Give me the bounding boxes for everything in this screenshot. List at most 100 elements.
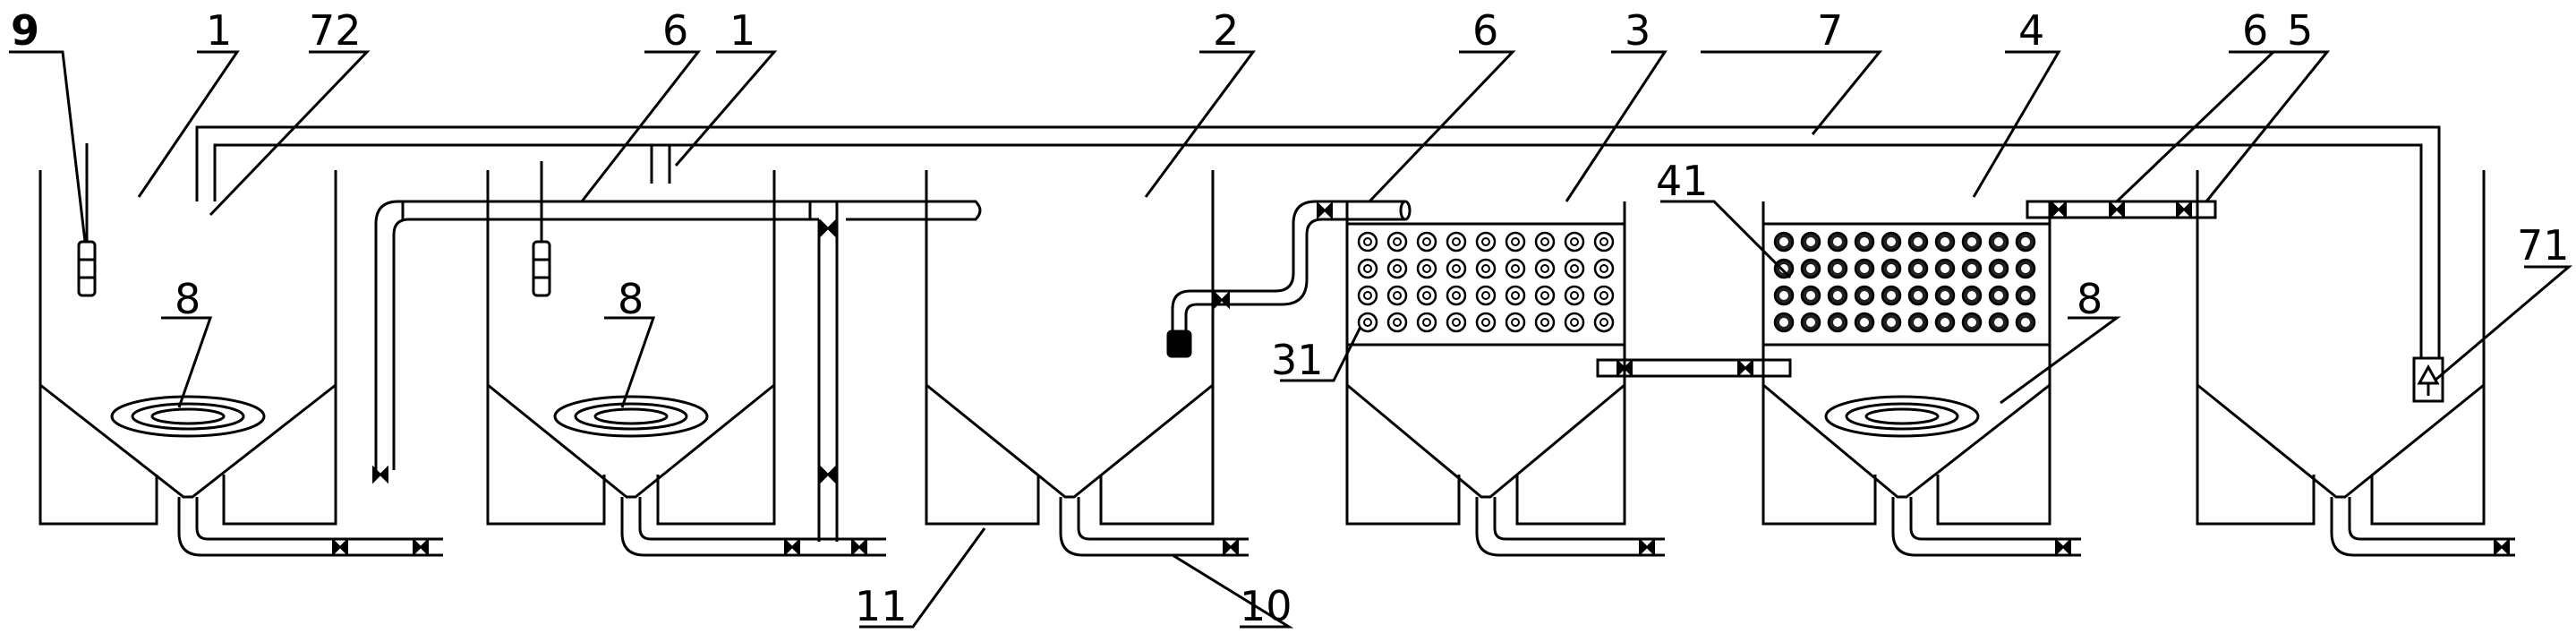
media-disc-core — [1779, 318, 1788, 327]
leader-lines — [9, 50, 2573, 629]
media-disc-core — [1806, 291, 1815, 300]
label-6c: 6 — [2242, 6, 2268, 55]
media-ring — [1386, 312, 1408, 333]
media-ring — [1446, 285, 1467, 306]
media-ring — [1593, 285, 1615, 306]
media-ring — [1534, 285, 1556, 306]
media-disc-core — [1967, 291, 1976, 300]
media-disc-core — [1860, 264, 1869, 273]
media-disc-core — [2021, 291, 2030, 300]
media-ring-core — [1393, 264, 1402, 273]
media-disc-core — [1941, 318, 1949, 327]
media-ring — [1534, 312, 1556, 333]
media-ring-core — [1363, 291, 1372, 300]
media-ring-core — [1599, 291, 1608, 300]
valve-icon — [1317, 201, 1333, 220]
media-ring — [1564, 312, 1585, 333]
media-ring-core — [1511, 264, 1520, 273]
media-disc-core — [1779, 237, 1788, 246]
media-disc-core — [1860, 318, 1869, 327]
media-disc-core — [2021, 264, 2030, 273]
media-ring-core — [1481, 264, 1490, 273]
media-ring — [1505, 285, 1526, 306]
tank-1b — [486, 170, 776, 526]
media-ring-core — [1363, 318, 1372, 327]
label-11: 11 — [855, 582, 908, 630]
media-ring-core — [1422, 237, 1431, 246]
pipe-6c — [1596, 358, 1792, 378]
tank-1a — [38, 170, 337, 526]
media-ring — [1505, 258, 1526, 279]
media-ring — [1416, 285, 1437, 306]
valve-icon — [2109, 200, 2125, 219]
media-disc-core — [1941, 291, 1949, 300]
media-disc-core — [1914, 237, 1923, 246]
label-2: 2 — [1213, 6, 1239, 55]
labels: 9 1 72 6 1 2 6 3 7 4 6 5 71 8 8 8 41 31 … — [11, 6, 2570, 630]
label-8a: 8 — [175, 275, 200, 323]
media-disc-core — [1833, 318, 1842, 327]
media-ring — [1564, 285, 1585, 306]
label-7: 7 — [1817, 6, 1843, 55]
media-disc-core — [1779, 291, 1788, 300]
media-disc-core — [1941, 264, 1949, 273]
media-disc-core — [1833, 291, 1842, 300]
media-ring — [1416, 231, 1437, 253]
media-disc-core — [1994, 237, 2003, 246]
media-disc-core — [1994, 291, 2003, 300]
media-ring — [1446, 231, 1467, 253]
media-ring-core — [1599, 318, 1608, 327]
media-disc-core — [2021, 318, 2030, 327]
media-ring — [1357, 258, 1378, 279]
valve-icon — [2051, 200, 2067, 219]
tank-4 — [1761, 201, 2051, 526]
media-ring — [1534, 258, 1556, 279]
valve-icon — [332, 537, 348, 557]
valve-icon — [820, 218, 836, 238]
valve-icon — [851, 537, 867, 557]
media-ring-core — [1570, 291, 1579, 300]
media-ring — [1386, 285, 1408, 306]
media-disc-core — [2021, 237, 2030, 246]
media-ring-core — [1540, 264, 1549, 273]
media-ring-core — [1452, 237, 1461, 246]
media-ring-core — [1481, 237, 1490, 246]
media-ring — [1357, 312, 1378, 333]
media-ring-core — [1599, 237, 1608, 246]
media-disc-core — [1941, 237, 1949, 246]
label-1a: 1 — [206, 6, 232, 55]
valve-icon — [2176, 200, 2192, 219]
label-71: 71 — [2517, 221, 2570, 270]
media-disc-core — [1887, 291, 1896, 300]
media-ring-core — [1540, 291, 1549, 300]
label-10: 10 — [1240, 582, 1292, 630]
media-ring-core — [1393, 318, 1402, 327]
media-ring — [1475, 258, 1497, 279]
media-ring-core — [1570, 264, 1579, 273]
media-ring — [1564, 258, 1585, 279]
media-ring-core — [1393, 237, 1402, 246]
media-disc-core — [1806, 318, 1815, 327]
valve-icon — [413, 537, 429, 557]
valves — [332, 200, 2510, 557]
label-6a: 6 — [662, 6, 688, 55]
media-disc-core — [1967, 264, 1976, 273]
valve-icon — [784, 537, 800, 557]
media-ring — [1564, 231, 1585, 253]
overflow-pipe-6a — [374, 200, 982, 542]
media-ring — [1416, 258, 1437, 279]
media-ring — [1446, 258, 1467, 279]
media-ring-core — [1393, 291, 1402, 300]
label-5: 5 — [2287, 6, 2313, 55]
media-ring-core — [1481, 318, 1490, 327]
media-ring — [1386, 231, 1408, 253]
media-ring-core — [1422, 264, 1431, 273]
media-disc-core — [1833, 264, 1842, 273]
media-ring-core — [1452, 264, 1461, 273]
tank-5 — [2196, 170, 2486, 526]
sensor-tank-1b — [532, 161, 551, 297]
media-ring — [1593, 258, 1615, 279]
pipe-6d — [2026, 200, 2217, 219]
filter-media-31 — [1357, 231, 1615, 333]
